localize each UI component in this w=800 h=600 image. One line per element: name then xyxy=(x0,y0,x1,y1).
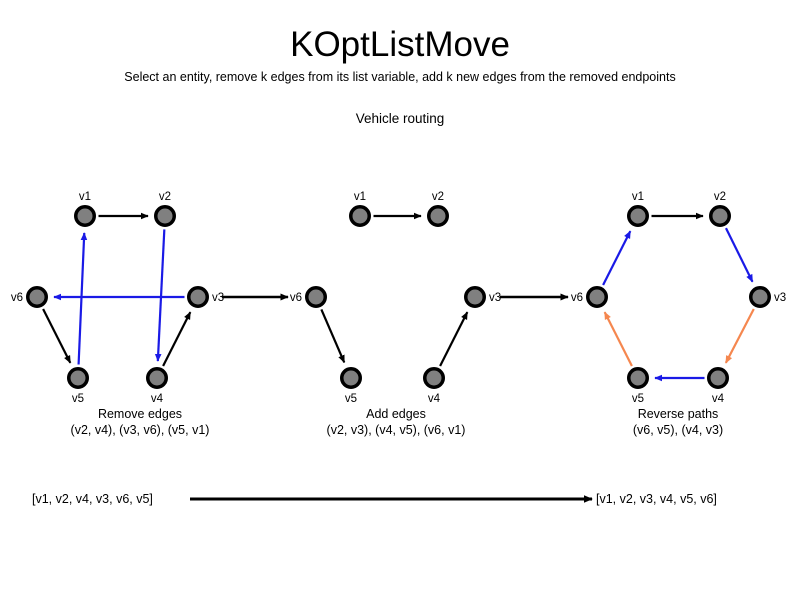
node-circle xyxy=(427,205,449,227)
node-panel-add-v6[interactable]: v6 xyxy=(290,286,327,308)
node-panel-reverse-v5[interactable]: v5 xyxy=(627,367,649,405)
node-label-v5: v5 xyxy=(632,393,644,405)
caption-line-1: Reverse paths xyxy=(637,407,719,421)
node-circle xyxy=(74,205,96,227)
edge-panel-reverse-v6-v1 xyxy=(602,230,632,286)
node-circle xyxy=(305,286,327,308)
node-circle xyxy=(464,286,486,308)
node-circle xyxy=(154,205,176,227)
node-panel-reverse-v6[interactable]: v6 xyxy=(571,286,608,308)
page-title: KOptListMove xyxy=(290,25,510,64)
node-label-v6: v6 xyxy=(290,292,302,304)
edge-panel-remove-v6-v5 xyxy=(42,308,72,364)
node-label-v6: v6 xyxy=(571,292,583,304)
edge-panel-add-v4-v3 xyxy=(439,311,469,367)
caption-line-1: Remove edges xyxy=(97,407,183,421)
before-list: [v1, v2, v4, v3, v6, v5] xyxy=(32,492,153,506)
node-label-v3: v3 xyxy=(489,292,501,304)
page-subtitle: Select an entity, remove k edges from it… xyxy=(124,70,676,84)
after-list: [v1, v2, v3, v4, v5, v6] xyxy=(596,492,717,506)
node-label-v5: v5 xyxy=(72,393,84,405)
node-panel-reverse-v4[interactable]: v4 xyxy=(707,367,729,405)
edges-layer xyxy=(42,212,755,382)
node-panel-remove-v4[interactable]: v4 xyxy=(146,367,168,405)
node-panel-remove-v1[interactable]: v1 xyxy=(74,191,96,227)
node-label-v1: v1 xyxy=(79,191,91,203)
node-panel-remove-v6[interactable]: v6 xyxy=(11,286,48,308)
node-panel-add-v1[interactable]: v1 xyxy=(349,191,371,227)
caption-line-2: (v2, v3), (v4, v5), (v6, v1) xyxy=(326,423,466,437)
node-circle xyxy=(187,286,209,308)
node-panel-remove-v5[interactable]: v5 xyxy=(67,367,89,405)
node-circle xyxy=(349,205,371,227)
node-label-v4: v4 xyxy=(428,393,441,405)
node-circle xyxy=(586,286,608,308)
node-circle xyxy=(340,367,362,389)
node-circle xyxy=(707,367,729,389)
edge-panel-remove-v2-v4 xyxy=(154,229,166,362)
node-panel-reverse-v2[interactable]: v2 xyxy=(709,191,731,227)
edge-panel-reverse-v2-v3 xyxy=(724,227,754,283)
node-panel-remove-v2[interactable]: v2 xyxy=(154,191,176,227)
node-label-v3: v3 xyxy=(774,292,786,304)
node-label-v1: v1 xyxy=(354,191,366,203)
node-label-v5: v5 xyxy=(345,393,357,405)
node-circle xyxy=(749,286,771,308)
node-panel-reverse-v3[interactable]: v3 xyxy=(749,286,786,308)
node-circle xyxy=(26,286,48,308)
edge-panel-reverse-v3-v4 xyxy=(724,308,755,364)
node-panel-add-v3[interactable]: v3 xyxy=(464,286,501,308)
node-circle xyxy=(627,205,649,227)
node-panel-reverse-v1[interactable]: v1 xyxy=(627,191,649,227)
node-circle xyxy=(146,367,168,389)
caption-line-2: (v6, v5), (v4, v3) xyxy=(632,423,724,437)
node-label-v4: v4 xyxy=(712,393,725,405)
node-circle xyxy=(709,205,731,227)
edge-panel-remove-v4-v3 xyxy=(162,311,192,367)
node-circle xyxy=(67,367,89,389)
node-circle xyxy=(627,367,649,389)
edge-panel-add-v6-v5 xyxy=(320,308,346,364)
nodes-layer: v1 v2 v3 v4 v5 v6 v1 v2 v3 v4 v5 v6 v1 v2 v3 v4 v5 v6 xyxy=(11,191,786,405)
node-panel-remove-v3[interactable]: v3 xyxy=(187,286,224,308)
node-label-v3: v3 xyxy=(212,292,224,304)
edge-panel-remove-v5-v1 xyxy=(77,232,88,365)
node-panel-add-v5[interactable]: v5 xyxy=(340,367,362,405)
node-label-v2: v2 xyxy=(714,191,726,203)
node-label-v4: v4 xyxy=(151,393,164,405)
caption-line-1: Add edges xyxy=(366,407,426,421)
section-label: Vehicle routing xyxy=(355,111,445,126)
node-label-v1: v1 xyxy=(632,191,644,203)
panel-caption-remove: Remove edges (v2, v4), (v3, v6), (v5, v1… xyxy=(20,406,260,438)
node-label-v2: v2 xyxy=(432,191,444,203)
caption-line-2: (v2, v4), (v3, v6), (v5, v1) xyxy=(70,423,210,437)
node-panel-add-v2[interactable]: v2 xyxy=(427,191,449,227)
panel-caption-reverse: Reverse paths (v6, v5), (v4, v3) xyxy=(558,406,798,438)
node-circle xyxy=(423,367,445,389)
node-panel-add-v4[interactable]: v4 xyxy=(423,367,445,405)
node-label-v2: v2 xyxy=(159,191,171,203)
panel-caption-add: Add edges (v2, v3), (v4, v5), (v6, v1) xyxy=(276,406,516,438)
edge-panel-reverse-v5-v6 xyxy=(603,311,633,367)
node-label-v6: v6 xyxy=(11,292,23,304)
